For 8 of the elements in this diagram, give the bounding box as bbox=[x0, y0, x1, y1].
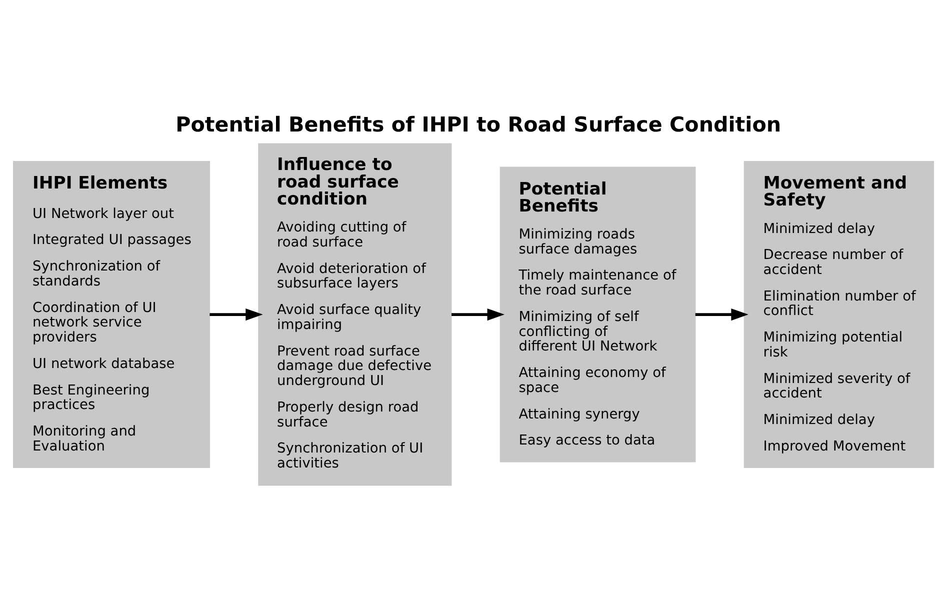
diagram-title: Potential Benefits of IHPI to Road Surface Condition bbox=[175, 112, 781, 136]
node-box: Influence to road surface condition Avoiding cutting of road surface Avoid deterioration of subsurface layers Avoid surface quality impairing Prevent road surface damage due defective underground UI Properly design road surface Synchronization of UI activities bbox=[258, 142, 452, 486]
arrow bbox=[209, 308, 262, 320]
node-box: Movement and Safety Minimized delay Decrease number of accident Elimination number of conflict Minimizing potential risk Minimized severity of accident Minimized delay Improved Movement bbox=[743, 160, 934, 468]
node-box: IHPI Elements UI Network layer out Integrated UI passages Synchronization of standards Coordination of UI network service providers UI network database Best Engineering practices Monitoring and Evaluation bbox=[12, 160, 210, 468]
node-box: Potential Benefits Minimizing roads surface damages Timely maintenance of the road surface Minimizing of self conflicting of different UI Network Attaining economy of space Attaining synergy Easy access to data bbox=[499, 166, 696, 462]
arrow bbox=[451, 308, 504, 320]
arrow bbox=[694, 308, 748, 320]
